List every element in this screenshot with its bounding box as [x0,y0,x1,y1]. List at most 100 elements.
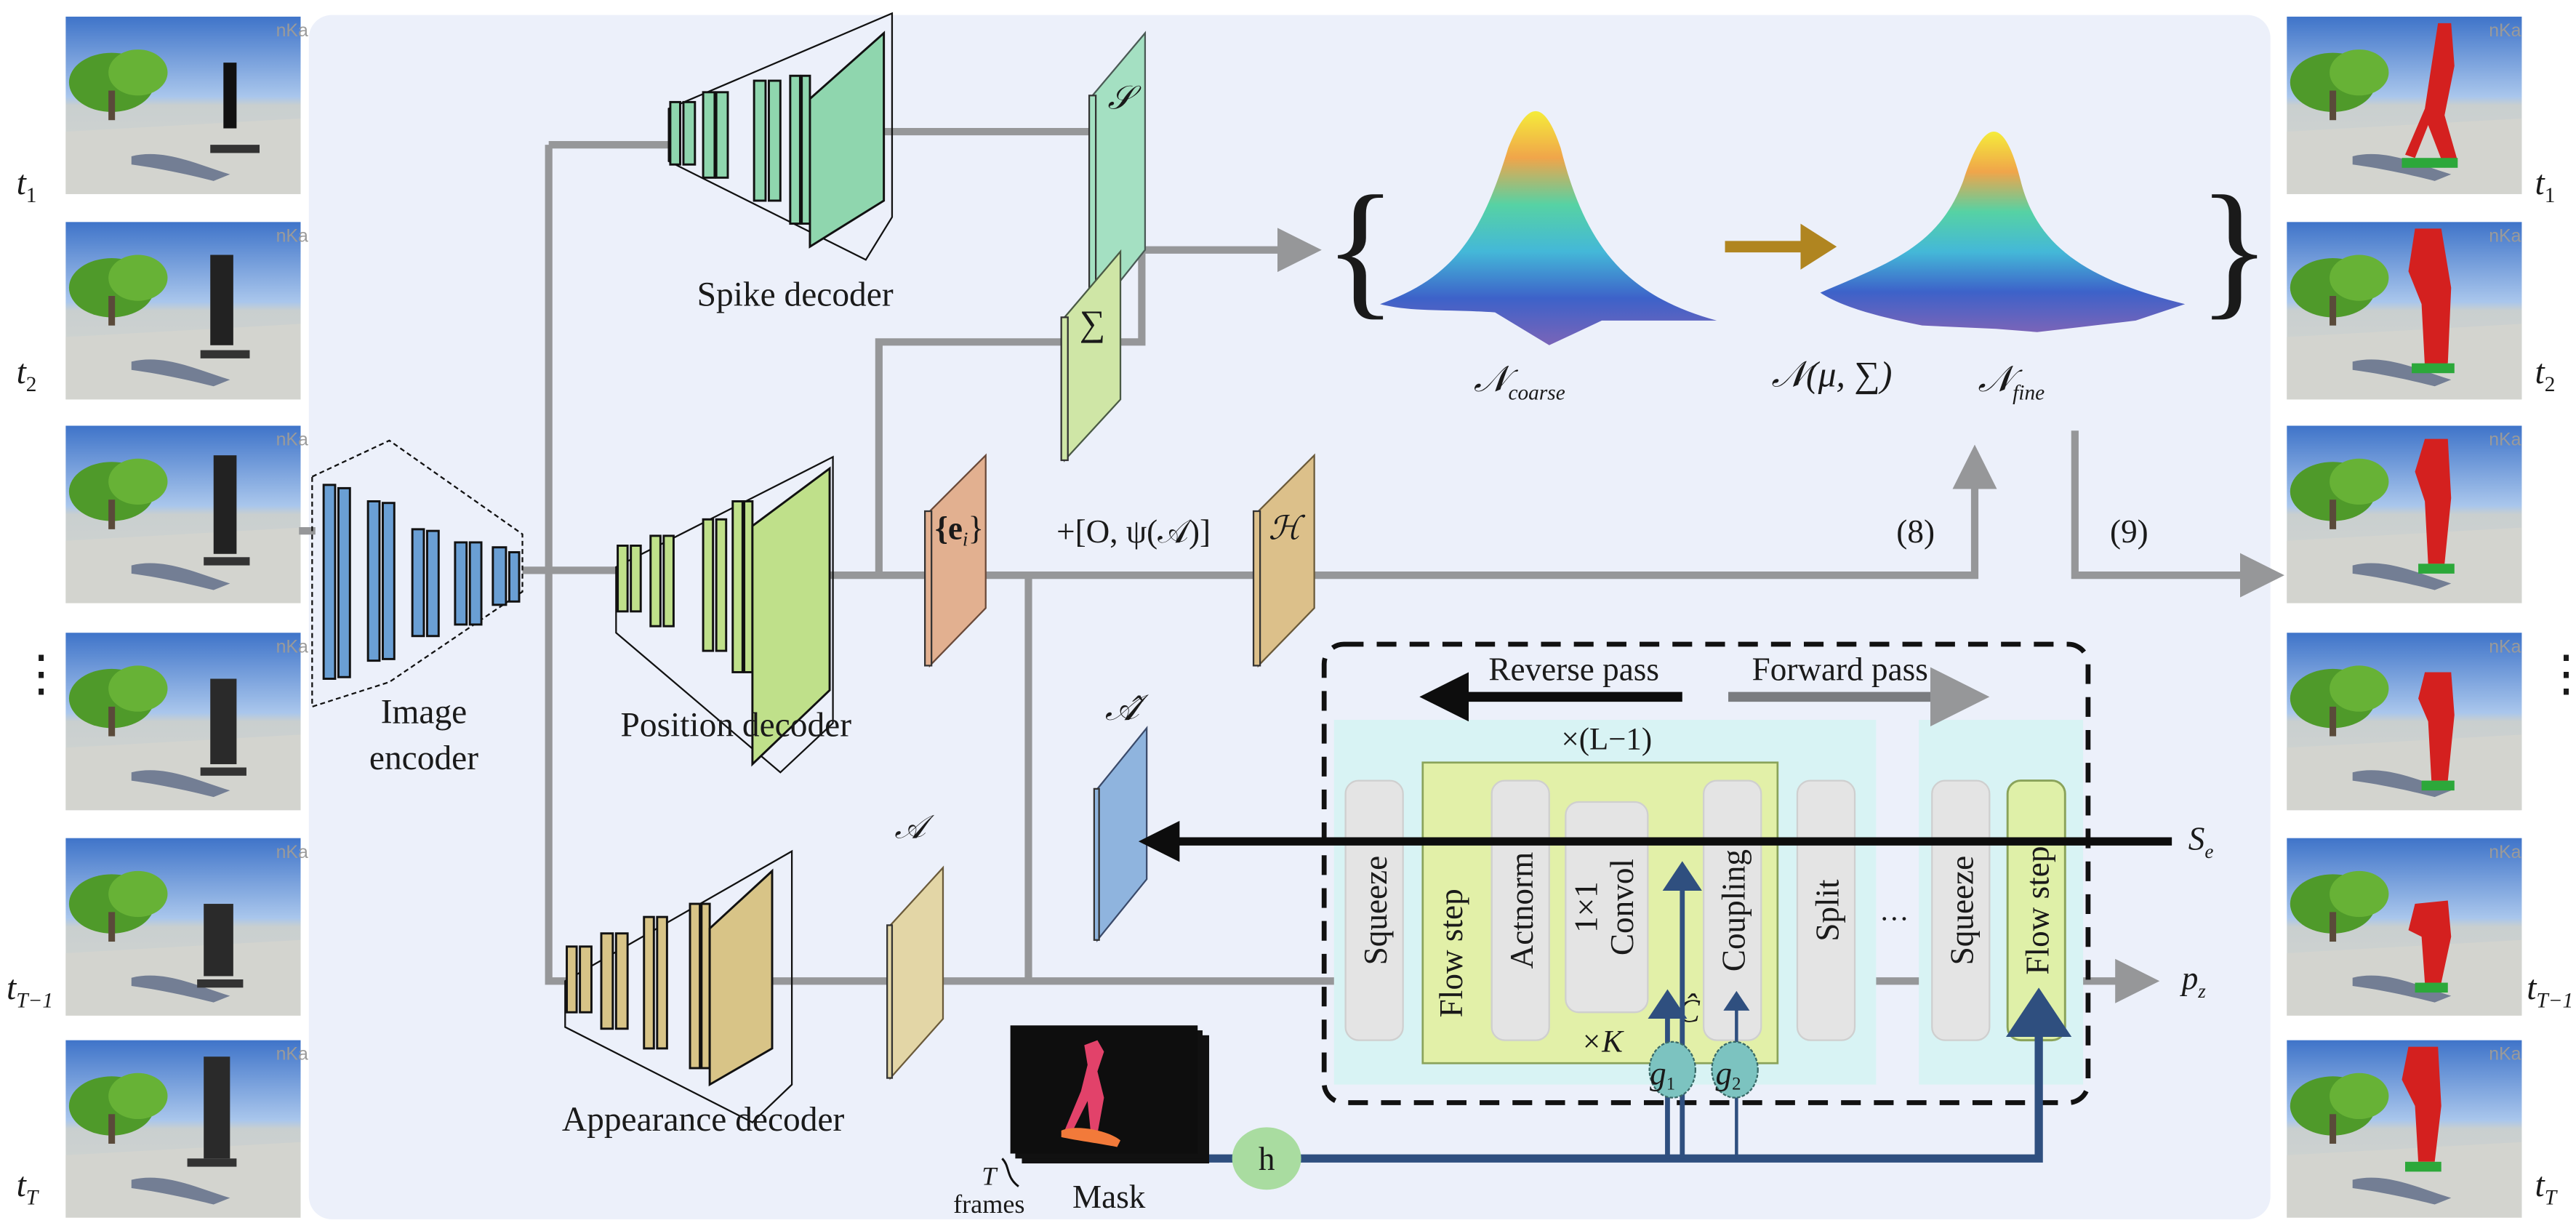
output-frame [2287,1040,2522,1218]
sigma-panel: ∑ [1060,249,1122,462]
g1-node [1648,1040,1697,1099]
repeat-levels-label: ×(L−1) [1562,723,1653,757]
eq9-path [2071,430,2284,598]
frame-ellipsis: ⋮ [17,646,66,701]
output-frame [2287,425,2522,604]
split-label: Split [1809,879,1845,942]
se-label: Se [2188,820,2214,862]
input-frame [65,425,301,604]
watermark: nKa [276,843,308,862]
appearance-decoder: Appearance decoder [562,849,845,1139]
mask-frames-t: T [982,1161,998,1190]
sigma-label: ∑ [1080,303,1105,343]
watermark: nKa [276,1045,308,1064]
output-frame [2287,222,2522,400]
image-encoder-label-line1: Image [381,694,468,731]
position-decoder: Position decoder [615,455,852,774]
h-to-final-flow [1203,987,2072,1163]
ei-label: {ei} [935,510,984,550]
input-watermarks: nKa nKa nKa nKa nKa nKa [276,21,308,1064]
watermark: nKa [276,21,308,41]
equation-9-label: (9) [2110,513,2148,550]
n-coarse-label: 𝒩coarse [1474,359,1565,404]
frame-label-t2: t2 [17,353,37,396]
watermark: nKa [2489,226,2521,246]
watermark: nKa [276,226,308,246]
reverse-pass-label: Reverse pass [1488,651,1659,688]
spike-decoder: Spike decoder [667,12,894,314]
gaussian-group: { } 𝒩coarse 𝒩(μ, ∑) 𝒩fine [1324,111,2271,404]
g2-node [1711,1040,1759,1099]
h-node [1232,1127,1301,1190]
watermark: nKa [2489,21,2521,41]
concat-label: +[O, ψ(𝒜)] [1056,513,1211,550]
input-frame [65,1040,301,1218]
brace-open: { [1324,165,1397,332]
mask-label: Mask [1072,1179,1146,1215]
flow-step-final-label: Flow step [2020,846,2056,975]
h-panel: ℋ [1252,453,1315,668]
watermark: nKa [2489,1045,2521,1064]
mask-stack: Mask T frames [953,1025,1210,1219]
input-frames: nKa nKa nKa nKa nKa nKa t1 t2 ⋮ tT−1 tT [7,16,308,1218]
watermark: nKa [2489,637,2521,657]
spike-decoder-label: Spike decoder [697,276,894,314]
h-node-label: h [1259,1141,1275,1177]
conv-label-line1: 1×1 [1568,881,1604,933]
output-frames: nKa nKa nKa nKa nKa nKa t1 t2 ⋮ tT−1 tT [2287,16,2576,1218]
frame-label-t1: t1 [17,164,37,207]
encoder-trunk [545,145,567,985]
ei-panel: {ei} [924,453,987,668]
image-encoder: Image encoder [311,439,523,777]
output-label-t2: t2 [2535,353,2556,396]
flow-step-label: Flow step [1433,889,1469,1017]
watermark: nKa [276,637,308,657]
flow-ellipsis: … [1879,894,1909,927]
output-watermarks: nKa nKa nKa nKa nKa nKa [2489,21,2521,1064]
frame-label-tT: tT [17,1166,40,1209]
output-frame [2287,16,2522,194]
mask-image [1010,1025,1198,1154]
g2-label: g2 [1716,1056,1741,1094]
flow-dashed-border [1321,641,2091,1105]
mask-frames-label: frames [953,1190,1024,1219]
image-encoder-label-line2: encoder [369,739,478,777]
h-label: ℋ [1269,510,1306,546]
conv-block[interactable] [1565,801,1649,1014]
spike-sigma-loop [867,127,1146,576]
squeeze-final-label: Squeeze [1944,856,1981,966]
output-label-tT: tT [2535,1166,2559,1209]
appearance-decoder-label: Appearance decoder [562,1101,845,1139]
actnorm-label: Actnorm [1504,852,1540,969]
flow-block: Reverse pass Forward pass ×(L−1) Squeeze… [1138,641,2214,1105]
pz-label: pz [2180,961,2207,1002]
conv-label-line2: Convol [1604,859,1640,955]
gaussian-fine [1820,132,2186,332]
repeat-steps-label: ×K [1581,1025,1624,1059]
coupling-label: Coupling [1716,849,1752,971]
output-label-tT-1: tT−1 [2527,969,2573,1012]
transition-arrow-head [1800,223,1837,270]
frame-label-tT-1: tT−1 [7,969,53,1012]
gaussian-coarse [1380,111,1717,345]
watermark: nKa [2489,430,2521,450]
conditioning-paths: g1 g2 h [1203,861,2072,1190]
output-frame [2287,838,2522,1016]
output-label-t1: t1 [2535,164,2556,207]
input-frame [65,222,301,400]
eq8-path [811,444,1997,580]
squeeze-label: Squeeze [1357,856,1394,966]
input-frame [65,16,301,194]
s-panel: 𝒮 [1088,31,1147,318]
output-frame [2287,633,2522,811]
watermark: nKa [2489,843,2521,862]
frames-brace-icon [1001,1158,1019,1187]
input-frame [65,838,301,1016]
g1-label: g1 [1650,1056,1675,1094]
position-decoder-label: Position decoder [621,707,852,745]
brace-close: } [2198,165,2271,332]
input-frame [65,633,301,811]
equation-8-label: (8) [1896,513,1935,550]
